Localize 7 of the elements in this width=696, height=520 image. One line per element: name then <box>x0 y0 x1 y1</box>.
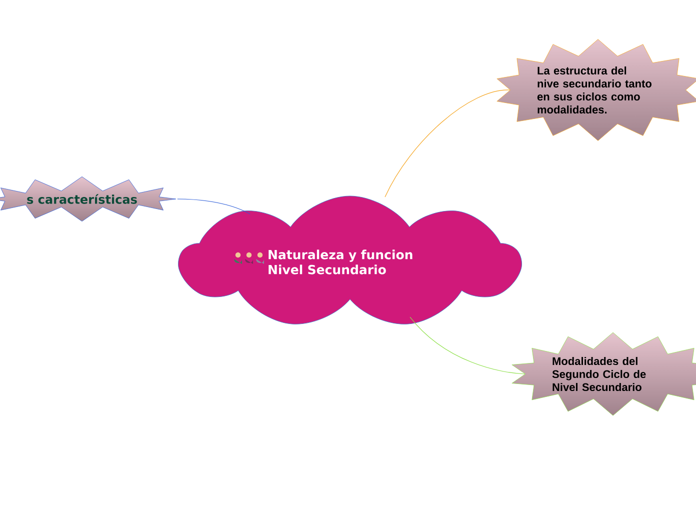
starburst-node: s características <box>0 176 176 222</box>
connector-line <box>177 198 250 214</box>
starburst-node: La estructura del nive secundario tanto en sus ciclos como modalidades. <box>496 39 696 141</box>
connector-line <box>384 90 510 198</box>
connector-line <box>410 316 526 374</box>
starburst-node: Modalidades del Segundo Ciclo de Nivel Secundario <box>512 332 696 416</box>
cloud-node: Naturaleza y funcion Nivel Secundario <box>178 196 522 324</box>
